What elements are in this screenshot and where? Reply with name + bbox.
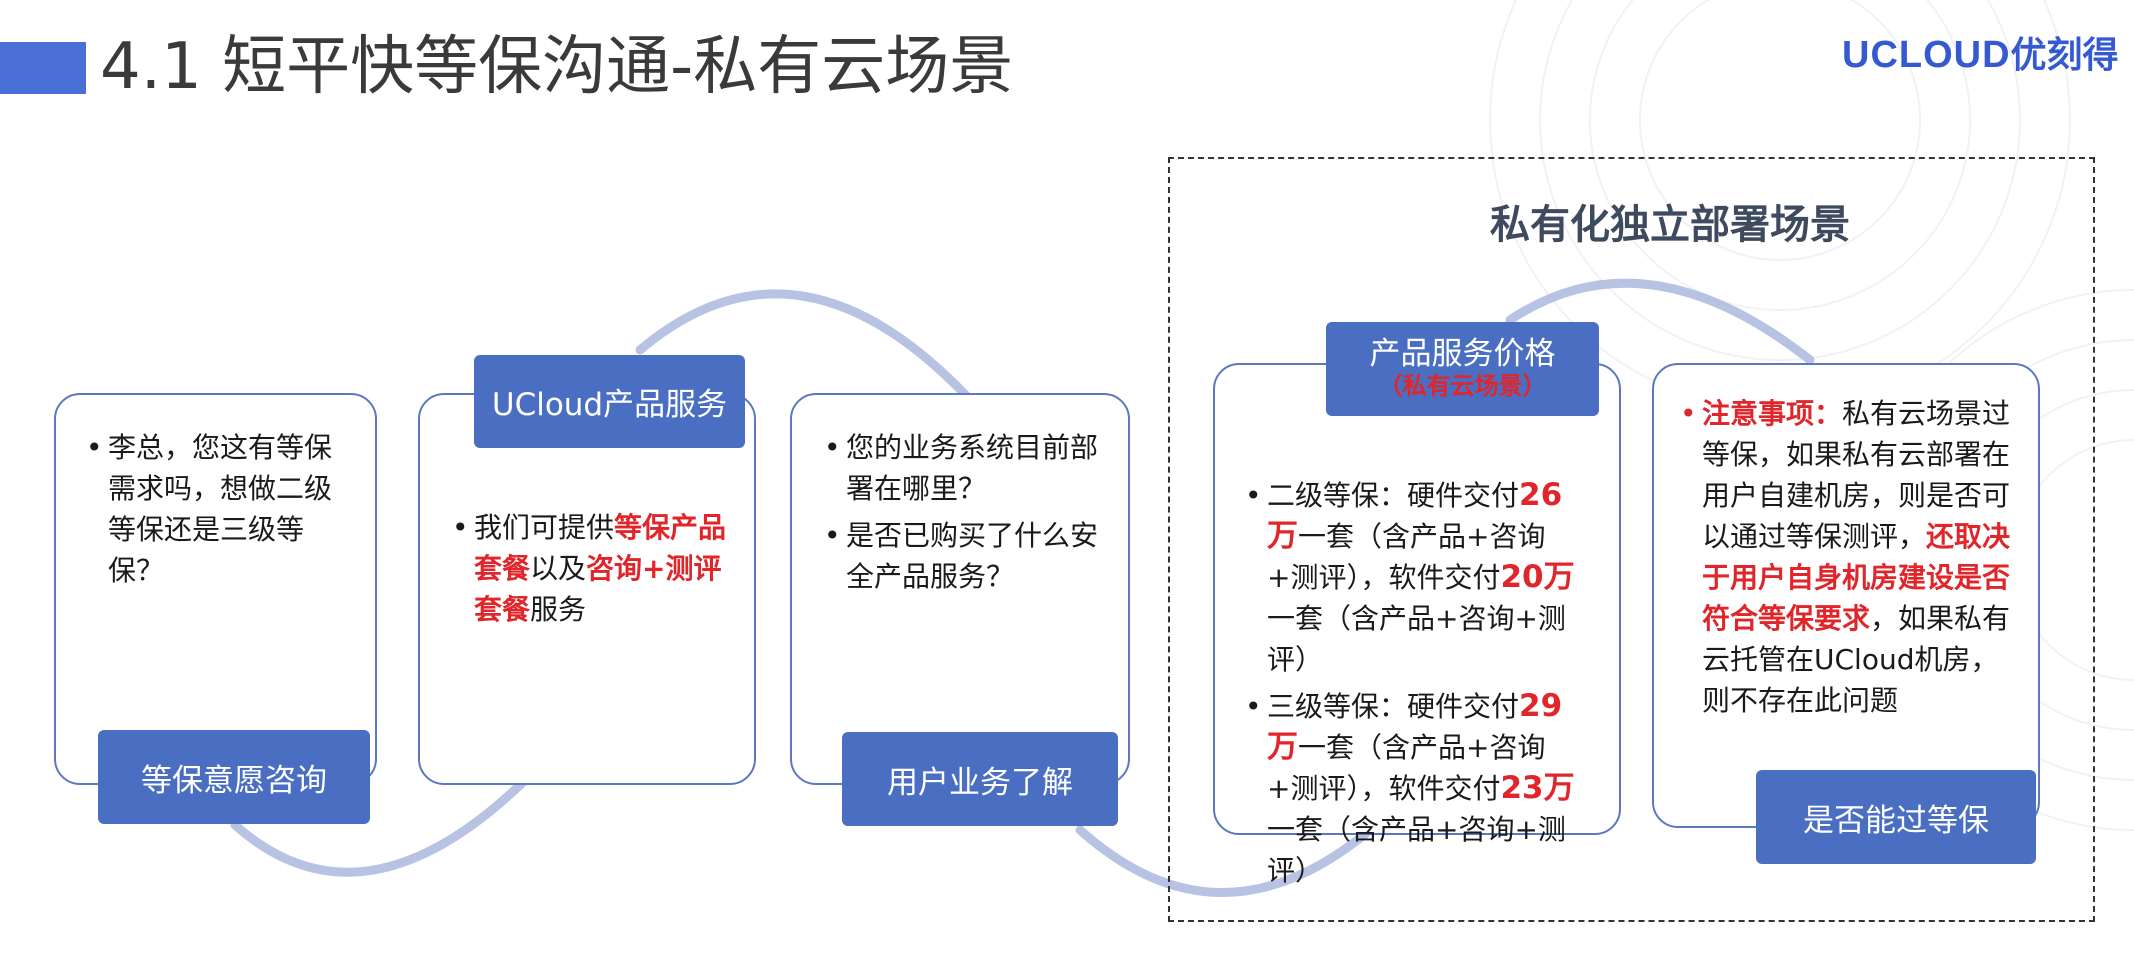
text: 私有云场景过等保，如果私有云部署在用户自建机房，则是否可以通过等保测评， [1702,397,2011,553]
text: 一套（含产品+咨询+测评），软件交付 [1267,520,1546,594]
text: 二级等保：硬件交付 [1267,479,1520,512]
price-item: 三级等保：硬件交付29万一套（含产品+咨询+测评），软件交付23万一套（含产品+… [1245,686,1590,891]
stage-1-bullets: 李总，您这有等保需求吗，想做二级等保还是三级等保？ [86,427,356,597]
stage-card-3: 您的业务系统目前部署在哪里？ 是否已购买了什么安全产品服务？ [790,393,1130,785]
arc-2 [635,289,980,410]
stage-3-bullet: 您的业务系统目前部署在哪里？ [824,427,1109,509]
stage-label-4: 产品服务价格 （私有云场景） [1326,322,1599,416]
stage-label-4-title: 产品服务价格 [1369,336,1556,373]
title-accent-bar [0,42,86,94]
text: 一套（含产品+咨询+测评） [1267,602,1566,676]
stage-3-bullets: 您的业务系统目前部署在哪里？ 是否已购买了什么安全产品服务？ [824,427,1109,603]
price-hardware: 29万 [1267,688,1563,765]
text: 以及 [530,552,587,585]
stage-3-bullet: 是否已购买了什么安全产品服务？ [824,515,1109,597]
text: 我们可提供 [474,511,615,544]
highlight: 等保产品套餐 [474,511,727,585]
stage-label-3: 用户业务了解 [842,732,1118,826]
price-bullets: 二级等保：硬件交付26万一套（含产品+咨询+测评），软件交付20万一套（含产品+… [1245,475,1590,897]
note-bullets: 注意事项：私有云场景过等保，如果私有云部署在用户自建机房，则是否可以通过等保测评… [1680,393,2020,727]
private-deployment-frame [1168,157,2095,922]
stage-label-2: UCloud产品服务 [474,355,745,448]
note-heading: 注意事项： [1702,397,1843,430]
text: 一套（含产品+咨询+测评） [1267,813,1566,887]
arc-4 [1505,278,1815,365]
stage-label-5: 是否能过等保 [1756,770,2036,864]
stage-card-5: 注意事项：私有云场景过等保，如果私有云部署在用户自建机房，则是否可以通过等保测评… [1652,363,2040,828]
stage-1-bullet: 李总，您这有等保需求吗，想做二级等保还是三级等保？ [86,427,356,591]
private-deployment-title: 私有化独立部署场景 [1490,202,1850,248]
logo-cn: 优刻得 [2010,35,2119,76]
text: ，如果私有云托管在UCloud机房，则不存在此问题 [1702,602,2011,717]
stage-card-4: 二级等保：硬件交付26万一套（含产品+咨询+测评），软件交付20万一套（含产品+… [1213,363,1621,887]
price-hardware: 26万 [1267,477,1563,554]
ucloud-logo: UCLOUD优刻得 [1842,26,2119,78]
stage-card-2: 我们可提供等保产品套餐以及咨询+测评套餐服务 [418,393,756,785]
stage-label-4-sub: （私有云场景） [1378,372,1547,401]
arc-1 [230,755,550,877]
logo-en: UCLOUD [1842,34,2011,76]
note-item: 注意事项：私有云场景过等保，如果私有云部署在用户自建机房，则是否可以通过等保测评… [1680,393,2020,721]
text: 一套（含产品+咨询+测评），软件交付 [1267,731,1546,805]
price-software: 20万 [1500,559,1575,595]
text: 服务 [530,593,587,626]
price-item: 二级等保：硬件交付26万一套（含产品+咨询+测评），软件交付20万一套（含产品+… [1245,475,1590,680]
stage-2-bullet: 我们可提供等保产品套餐以及咨询+测评套餐服务 [452,507,732,630]
stage-card-1: 李总，您这有等保需求吗，想做二级等保还是三级等保？ [54,393,377,785]
highlight: 还取决于用户自身机房建设是否符合等保要求 [1702,520,2011,635]
stage-label-1: 等保意愿咨询 [98,730,370,824]
price-software: 23万 [1500,770,1575,806]
text: 三级等保：硬件交付 [1267,690,1520,723]
stage-2-bullets: 我们可提供等保产品套餐以及咨询+测评套餐服务 [452,507,732,636]
highlight: 咨询+测评套餐 [474,552,722,626]
page-title: 4.1 短平快等保沟通-私有云场景 [100,30,1014,104]
